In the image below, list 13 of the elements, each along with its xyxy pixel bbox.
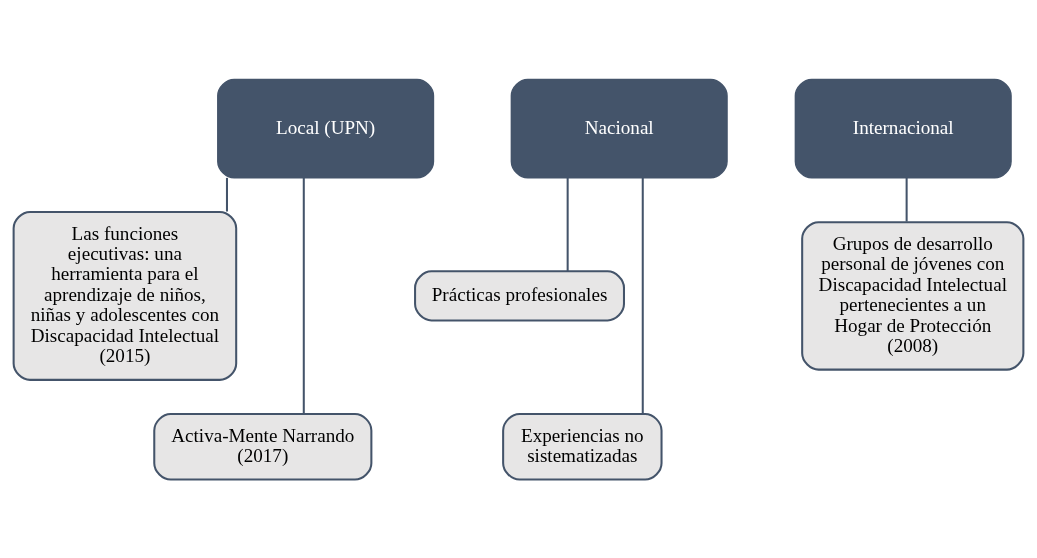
connector xyxy=(641,177,644,414)
node-box: Internacional xyxy=(794,78,1012,178)
node-box: Grupos de desarrollo personal de jóvenes con Discapacidad Intelectual pertenecientes a un Hogar de Protección (2008) xyxy=(801,220,1025,371)
node-box: Nacional xyxy=(510,78,728,178)
node-box: Experiencias no sistematizadas xyxy=(502,412,663,481)
connector xyxy=(905,177,908,222)
node-box: Activa-Mente Narrando (2017) xyxy=(153,412,373,481)
connector xyxy=(566,177,569,271)
node-box: Prácticas profesionales xyxy=(414,269,625,321)
connector xyxy=(302,177,305,414)
node-box: Local (UPN) xyxy=(217,78,435,178)
node-box: Las funciones ejecutivas: una herramienta para el aprendizaje de niños, niñas y adolescentes con Discapacidad Intelectual (2015) xyxy=(12,210,238,381)
connector xyxy=(225,177,228,211)
